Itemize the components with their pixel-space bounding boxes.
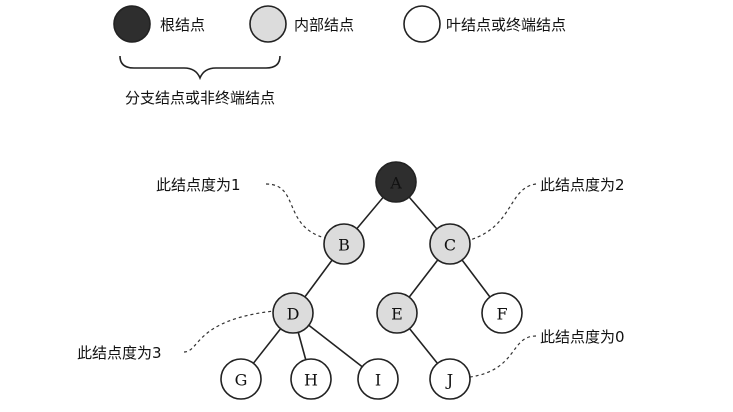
node-j-circle xyxy=(429,358,471,400)
node-e-label: E xyxy=(391,305,403,324)
node-i: I xyxy=(357,358,399,400)
annotation-degree-2: 此结点度为2 xyxy=(540,176,625,194)
node-c-circle xyxy=(429,223,471,265)
node-i-label: I xyxy=(375,371,381,390)
annotation-degree-1: 此结点度为1 xyxy=(156,176,241,194)
legend-internal-label: 内部结点 xyxy=(294,16,354,34)
legend: 根结点 内部结点 叶结点或终端结点 分支结点或非终端结点 xyxy=(113,5,566,107)
node-d-label: D xyxy=(287,305,300,324)
node-f-circle xyxy=(481,292,523,334)
node-d: D xyxy=(272,292,314,334)
tree-nodes: A B C D E F G H I J xyxy=(220,161,523,400)
annotations: 此结点度为1 此结点度为2 此结点度为3 此结点度为0 xyxy=(77,176,625,362)
node-h: H xyxy=(290,358,332,400)
node-c-label: C xyxy=(444,236,456,255)
brace-caption: 分支结点或非终端结点 xyxy=(125,89,275,107)
legend-leaf-label: 叶结点或终端结点 xyxy=(446,16,566,34)
node-g-label: G xyxy=(235,371,248,390)
leader-degree-0 xyxy=(469,335,537,378)
node-b-label: B xyxy=(338,236,350,255)
node-g: G xyxy=(220,358,262,400)
annotation-leaders xyxy=(183,183,537,378)
node-h-label: H xyxy=(304,371,318,390)
annotation-degree-3: 此结点度为3 xyxy=(77,344,162,362)
node-j-label: J xyxy=(445,371,453,390)
legend-leaf-swatch xyxy=(403,5,441,43)
node-a: A xyxy=(375,161,417,203)
legend-internal-swatch xyxy=(249,5,287,43)
node-j: J xyxy=(429,358,471,400)
node-b: B xyxy=(323,223,365,265)
annotation-degree-0: 此结点度为0 xyxy=(540,328,625,346)
leader-degree-2 xyxy=(469,183,537,241)
node-i-circle xyxy=(357,358,399,400)
leader-degree-3 xyxy=(183,310,275,353)
legend-brace xyxy=(119,55,281,81)
node-h-circle xyxy=(290,358,332,400)
legend-root-label: 根结点 xyxy=(160,16,205,34)
node-c: C xyxy=(429,223,471,265)
node-a-label: A xyxy=(389,174,402,193)
node-f-label: F xyxy=(496,305,507,324)
node-f: F xyxy=(481,292,523,334)
node-d-circle xyxy=(272,292,314,334)
node-b-circle xyxy=(323,223,365,265)
tree-edges xyxy=(240,181,503,380)
legend-root-swatch xyxy=(113,5,151,43)
leader-degree-1 xyxy=(265,183,326,239)
node-e-circle xyxy=(376,292,418,334)
node-e: E xyxy=(376,292,418,334)
node-a-circle xyxy=(375,161,417,203)
node-g-circle xyxy=(220,358,262,400)
